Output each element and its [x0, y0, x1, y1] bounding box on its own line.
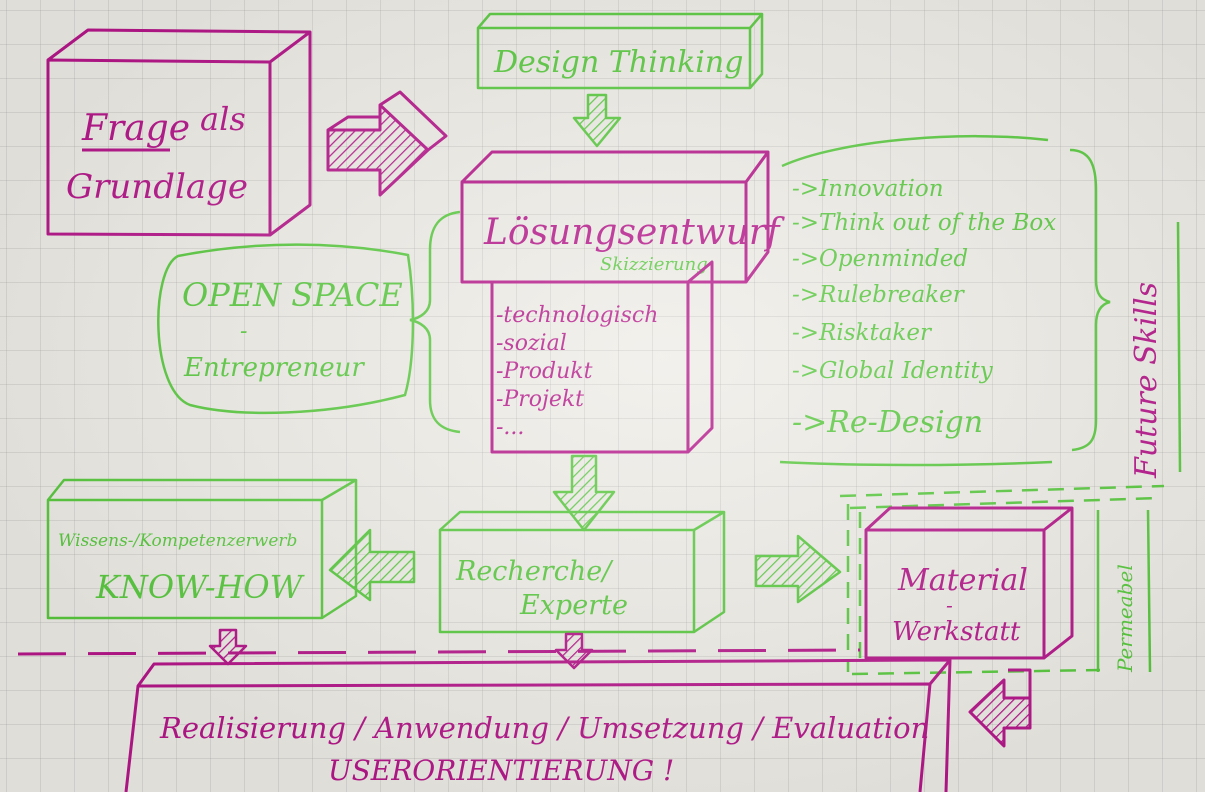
skills-right-brace	[1069, 148, 1111, 452]
wissen-box	[46, 478, 358, 620]
skill-item: ->Global Identity	[792, 358, 994, 384]
svg-text:-: -	[240, 319, 247, 344]
recherche-box	[438, 510, 726, 634]
arrow-left-green-icon	[328, 528, 416, 602]
open-space-label: OPEN SPACE - Entrepreneur	[182, 276, 403, 383]
werkstatt-label: Werkstatt	[892, 617, 1021, 647]
realisierung-box	[124, 658, 952, 792]
type-item: -...	[496, 415, 524, 440]
skill-item: ->Think out of the Box	[792, 210, 1056, 236]
loesungsentwurf-subtitle: Skizzierung	[600, 254, 708, 275]
permeabel-region	[839, 484, 1165, 676]
open-space-bubble	[157, 243, 415, 415]
svg-text:Entrepreneur: Entrepreneur	[183, 353, 365, 383]
permeabel-divider	[1096, 509, 1152, 673]
frage-als: als	[200, 100, 246, 138]
frage-box	[46, 28, 312, 237]
separator-dashed-line	[17, 648, 861, 656]
userorientierung-label: USERORIENTIERUNG !	[328, 754, 674, 787]
type-item: -sozial	[496, 331, 567, 356]
design-thinking-label: Design Thinking	[493, 45, 743, 80]
left-brace	[409, 210, 461, 434]
arrow-right-magenta-icon	[326, 90, 448, 197]
skills-bottom-curve	[779, 460, 1053, 467]
skill-item: ->Openminded	[792, 246, 968, 272]
skill-item: ->Rulebreaker	[792, 282, 966, 308]
future-skills-label: Future Skills	[1129, 282, 1164, 479]
arrow-down-magenta-icon	[554, 632, 594, 670]
loesungsentwurf-box	[460, 150, 770, 284]
experte-label: Experte	[519, 590, 628, 621]
arrow-down-magenta-icon	[208, 628, 248, 666]
frage-grundlage: Grundlage	[66, 167, 248, 207]
skill-item: ->Risktaker	[792, 320, 933, 346]
arrow-down-green-icon	[552, 454, 616, 532]
skill-item-redesign: ->Re-Design	[792, 405, 983, 440]
material-label: Material	[897, 563, 1028, 598]
skills-top-curve	[781, 134, 1049, 168]
type-item: -technologisch	[496, 303, 658, 328]
type-item: -Produkt	[496, 359, 593, 384]
material-dash: -	[946, 593, 953, 617]
wissen-label: Wissens-/Kompetenzerwerb	[58, 531, 297, 551]
material-box	[864, 506, 1074, 660]
permeabel-label: Permeabel	[1113, 564, 1137, 673]
realisierung-label: Realisierung / Anwendung / Umsetzung / E…	[159, 711, 929, 745]
types-list: -technologisch -sozial -Produkt -Projekt…	[496, 303, 658, 440]
arrow-left-magenta-icon	[968, 668, 1032, 748]
recherche-label: Recherche/	[455, 556, 614, 587]
types-box	[490, 260, 714, 454]
arrow-down-green-icon	[572, 93, 622, 148]
loesungsentwurf-title: Lösungsentwurf	[483, 212, 785, 253]
skill-item: ->Innovation	[792, 176, 944, 202]
type-item: -Projekt	[496, 387, 584, 412]
know-how-label: KNOW-HOW	[95, 568, 306, 606]
design-thinking-box	[476, 12, 764, 90]
frage-box-label: Frage als Grundlage	[66, 100, 248, 207]
skills-list: ->Innovation ->Think out of the Box ->Op…	[792, 176, 1056, 440]
svg-text:OPEN SPACE: OPEN SPACE	[182, 276, 403, 314]
frage-word: Frage	[81, 108, 190, 149]
arrow-right-green-icon	[754, 534, 842, 604]
future-skills-line	[1176, 221, 1182, 473]
